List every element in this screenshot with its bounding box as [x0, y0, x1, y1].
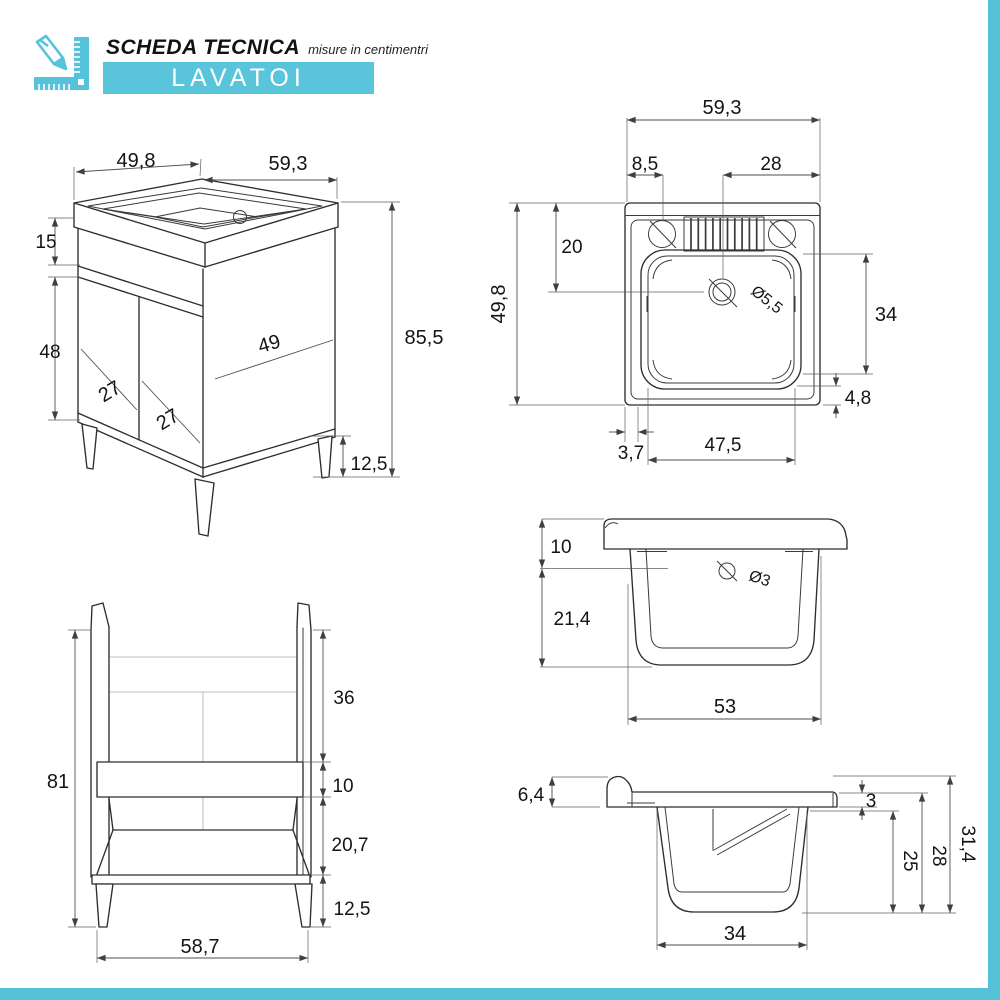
dim-front-side-depth: 49 — [256, 331, 283, 358]
dim-top-drain-to-edge: 28 — [760, 154, 781, 175]
dim-top-overall-depth: 49,8 — [488, 285, 510, 324]
dim-top-drain-diameter: Ø5,5 — [748, 283, 786, 318]
dim-front-door-section: 48 — [39, 342, 60, 363]
dim-profile-bottom-width: 34 — [724, 923, 746, 945]
frame-view: 81 36 10 20,7 12,5 58,7 — [47, 602, 371, 963]
dim-top-basin-side: 34 — [875, 304, 897, 326]
subtitle-text: misure in centimentri — [308, 42, 428, 57]
washboard-slope — [712, 808, 791, 856]
dim-frame-width: 58,7 — [181, 936, 220, 958]
frame-leg-right — [294, 883, 313, 928]
dim-frame-leg: 12,5 — [334, 899, 371, 920]
side-profile-view: 6,4 3 25 28 31,4 34 — [518, 775, 978, 950]
dim-section-rim-height: 10 — [550, 537, 571, 558]
dim-front-top-width-right: 59,3 — [269, 153, 308, 175]
title-text: SCHEDA TECNICA — [106, 36, 301, 59]
sink-top — [73, 178, 339, 268]
dim-top-left-offset: 8,5 — [632, 154, 658, 175]
dim-section-bottom-width: 53 — [714, 696, 736, 718]
basin-top — [640, 249, 802, 390]
banner-text: LAVATOI — [171, 63, 306, 92]
top-view: 59,3 8,5 28 20 49,8 34 4,8 3,7 47,5 Ø5,5 — [488, 97, 897, 465]
dim-section-basin-depth: 21,4 — [554, 609, 591, 630]
category-banner: LAVATOI — [103, 62, 374, 94]
dim-profile-total-depth: 31,4 — [957, 826, 978, 863]
dim-frame-upper: 36 — [333, 688, 354, 709]
dim-frame-lower: 20,7 — [332, 835, 369, 856]
dim-frame-band: 10 — [332, 776, 353, 797]
dim-top-basin-width: 47,5 — [705, 435, 742, 456]
tap-holes — [648, 220, 797, 249]
page-title: SCHEDA TECNICA misure in centimentri — [106, 36, 428, 60]
overflow-hole — [716, 560, 738, 582]
ruler-pencil-icon — [33, 34, 95, 96]
dim-frame-height: 81 — [47, 771, 69, 793]
basin-section-view: 10 21,4 Ø3 53 — [538, 518, 848, 725]
dim-top-overall-width: 59,3 — [703, 97, 742, 119]
dim-front-door-left: 27 — [95, 377, 125, 407]
dim-profile-mid-depth: 28 — [928, 845, 949, 866]
dim-front-door-right: 27 — [153, 405, 183, 435]
dim-front-top-width-left: 49,8 — [117, 150, 156, 172]
accent-border-bottom — [0, 988, 1000, 1000]
dim-front-leg-height: 12,5 — [351, 454, 388, 475]
dim-section-overflow-diameter: Ø3 — [747, 568, 773, 591]
dim-profile-inner-depth: 25 — [899, 850, 920, 871]
dim-top-front-gap: 4,8 — [845, 388, 871, 409]
dim-front-total-height: 85,5 — [405, 327, 444, 349]
dim-top-side-gap: 3,7 — [618, 443, 644, 464]
dim-profile-edge: 3 — [866, 791, 877, 812]
drain-hole-top — [708, 278, 738, 308]
frame-leg-left — [95, 883, 114, 928]
drain-hole-iso — [233, 210, 247, 224]
washboard — [683, 216, 765, 252]
dim-profile-lip: 6,4 — [518, 785, 545, 806]
accent-border-right — [988, 0, 1000, 1000]
cabinet-legs — [81, 423, 333, 537]
front-isometric-view: 49,8 59,3 15 48 27 27 49 85,5 12,5 — [35, 150, 444, 537]
dim-top-drain-from-back: 20 — [561, 237, 582, 258]
dim-front-rim-height: 15 — [35, 232, 56, 253]
